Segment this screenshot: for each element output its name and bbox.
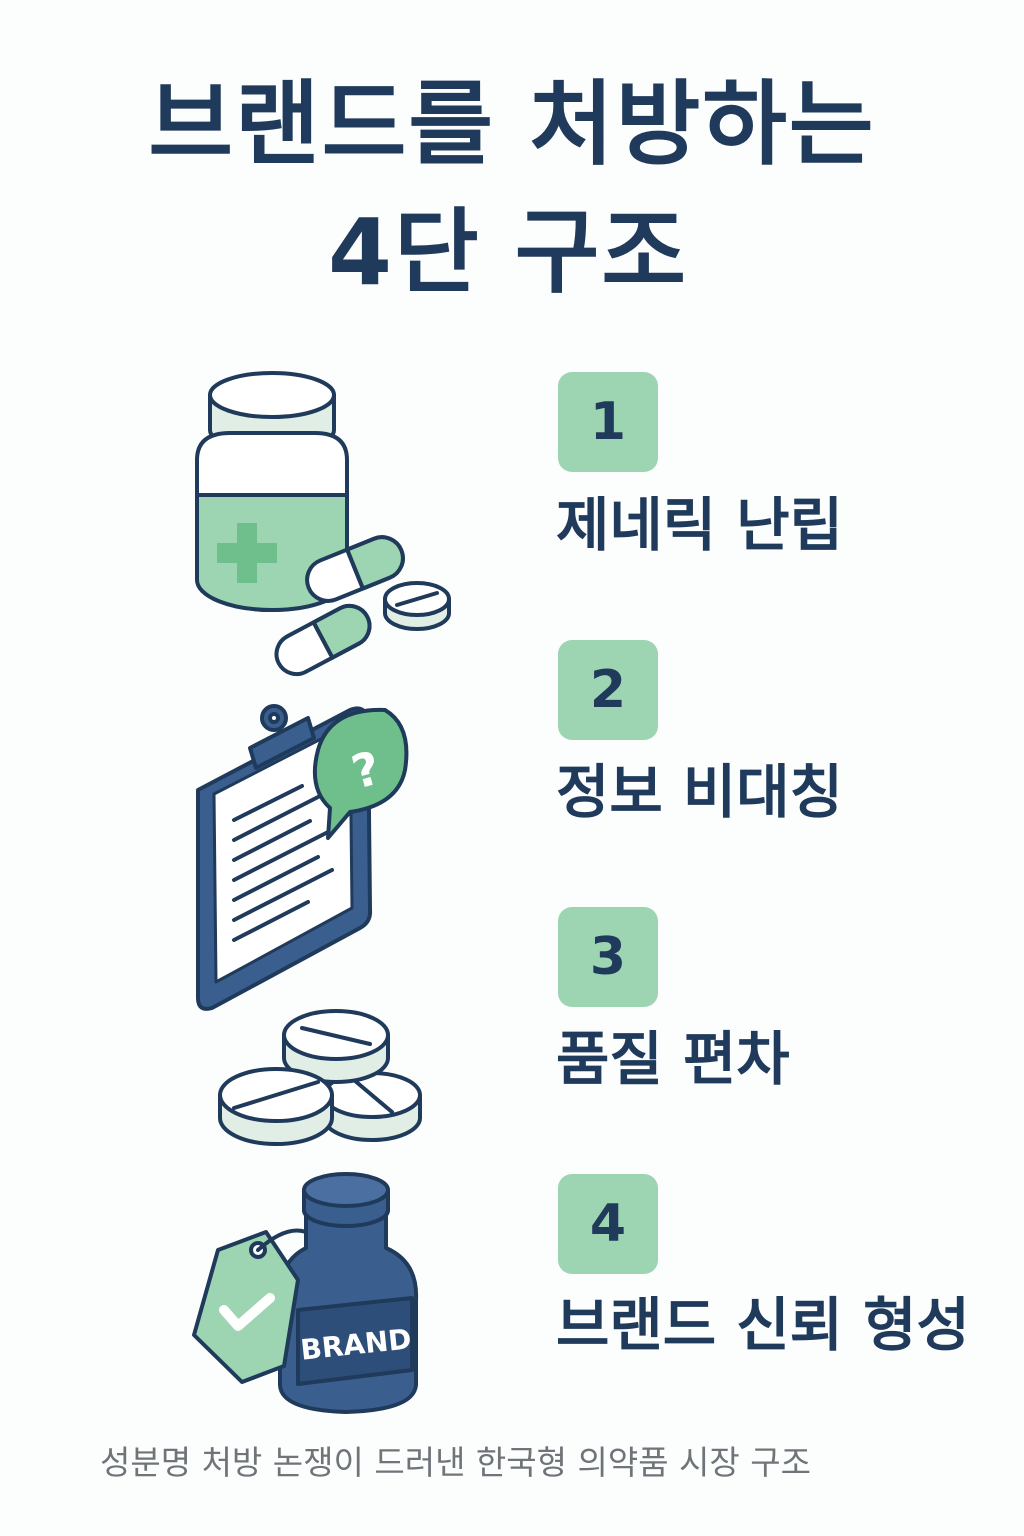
step-3-number-badge: 3 xyxy=(558,907,658,1007)
step-4-label: 브랜드 신뢰 형성 xyxy=(556,1291,970,1359)
page-title-line-1: 브랜드를 처방하는 xyxy=(148,71,876,178)
stacked-tablets-icon xyxy=(218,1009,422,1146)
step-2-number-badge: 2 xyxy=(558,640,658,740)
clipboard-with-question-icon: ? xyxy=(196,704,409,1011)
footer-caption: 성분명 처방 논쟁이 드러낸 한국형 의약품 시장 구조 xyxy=(100,1443,811,1482)
brand-bottle-with-check-tag-icon: BRAND xyxy=(192,1172,419,1414)
step-1-number-badge: 1 xyxy=(558,372,658,472)
step-3-label: 품질 편차 xyxy=(556,1025,790,1093)
medicine-bottle-with-capsules-icon xyxy=(195,371,451,677)
page-title-line-2: 4단 구조 xyxy=(328,199,688,306)
step-4-number-badge: 4 xyxy=(558,1174,658,1274)
step-1-label: 제네릭 난립 xyxy=(556,491,843,559)
step-2-label: 정보 비대칭 xyxy=(556,758,843,826)
